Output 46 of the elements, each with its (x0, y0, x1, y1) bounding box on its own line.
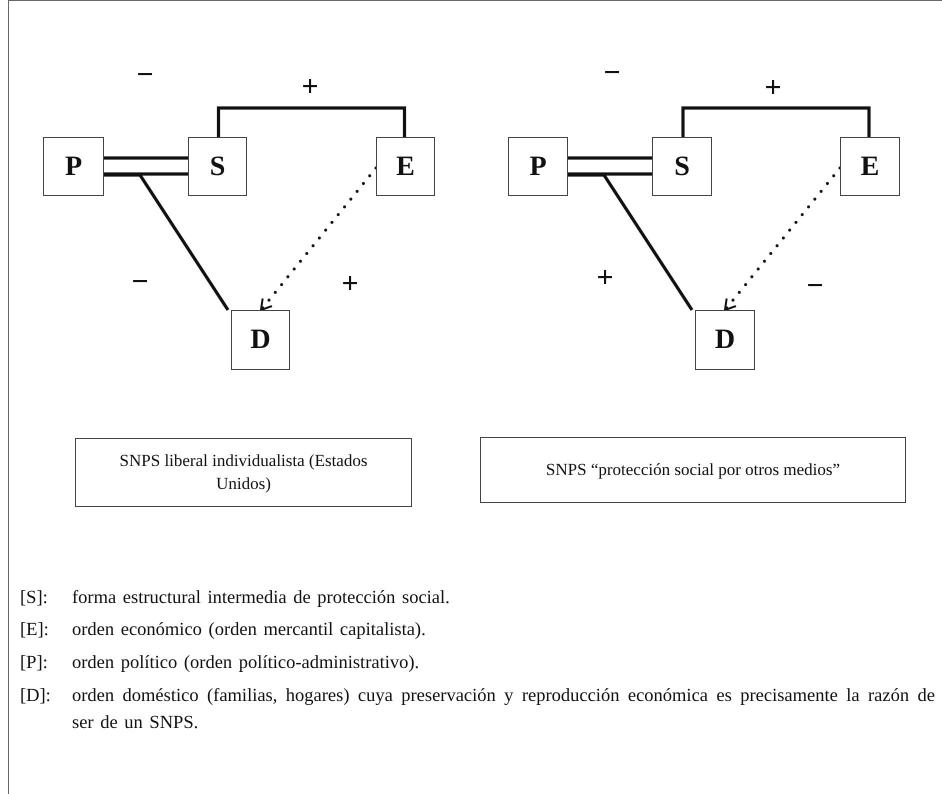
key-letter: [P]: (20, 652, 48, 675)
letter-box (508, 137, 568, 196)
dotted-arrow (260, 166, 378, 312)
node-letter: D (250, 324, 271, 356)
node-letter: S (210, 150, 226, 182)
sign-label: − (603, 58, 621, 88)
sign-label: + (596, 263, 614, 293)
letter-box (231, 310, 290, 370)
connector-line (568, 156, 652, 160)
key-letter: [D]: (20, 685, 51, 708)
letter-box (840, 137, 900, 196)
caption-box (75, 438, 412, 507)
caption-box (480, 437, 906, 503)
letter-box (188, 137, 247, 196)
node-letter: P (64, 150, 82, 182)
key-letter: [E]: (20, 619, 49, 642)
sign-label: − (131, 267, 149, 297)
caption-text: SNPS liberal individualista (Estados Unidos) (118, 450, 368, 494)
node-letter: D (714, 324, 736, 356)
letter-box (376, 137, 435, 196)
bracket-connector (216, 106, 406, 137)
connector-line (568, 173, 694, 311)
sign-label: + (764, 73, 782, 103)
connector-line (104, 173, 230, 311)
key-definition: orden doméstico (familias, hogares) cuya preservación y reproducción económica es precisamente la razón de ser de un SNPS. (72, 685, 935, 735)
caption-text: SNPS “protección social por otros medios” (544, 458, 842, 481)
dotted-arrow (724, 166, 842, 312)
sign-label: + (341, 269, 359, 299)
sign-label: + (301, 72, 319, 102)
letter-box (695, 310, 755, 370)
connector-line (104, 172, 188, 176)
bracket-connector (681, 106, 871, 137)
connector-line (568, 172, 652, 176)
letter-box (652, 137, 712, 196)
node-letter: E (860, 150, 880, 182)
key-letter: [S]: (20, 587, 48, 610)
connector-line (104, 156, 188, 160)
node-letter: P (529, 150, 547, 182)
sign-label: − (806, 271, 824, 301)
letter-box (43, 137, 104, 196)
node-letter: S (674, 150, 690, 182)
key-definition: orden político (orden político-administrativo). (72, 652, 420, 675)
node-letter: E (396, 150, 415, 182)
key-definition: forma estructural intermedia de protección social. (72, 587, 451, 610)
key-definition: orden económico (orden mercantil capitalista). (72, 619, 427, 642)
sign-label: − (136, 60, 154, 90)
